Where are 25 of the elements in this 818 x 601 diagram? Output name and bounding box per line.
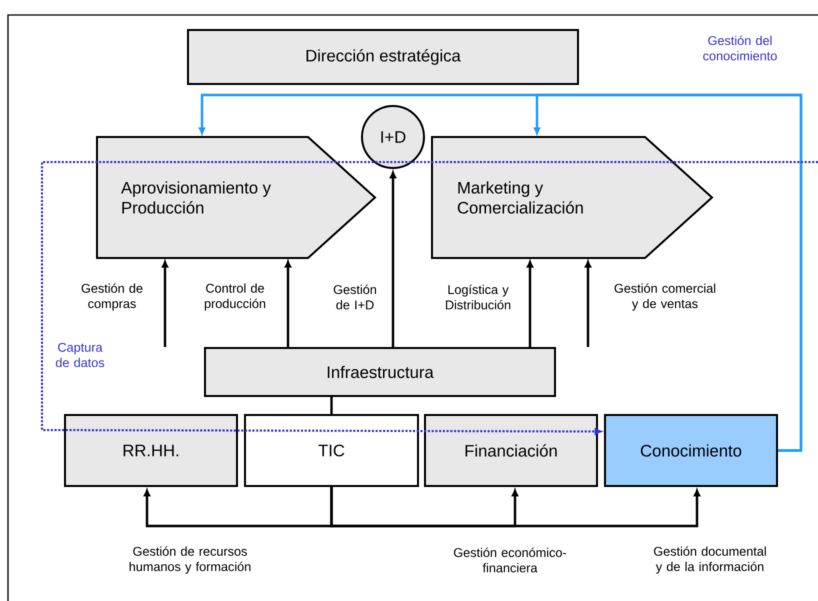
edge-label: Gestión de I+D [334, 284, 376, 310]
note-label: Captura de datos [56, 342, 104, 368]
process-box: Dirección estratégica [187, 29, 579, 85]
edge-label: Gestión de compras [82, 283, 142, 311]
edge-label: Gestión documental y de la información [654, 546, 766, 574]
edge-label: Gestión económico-financiera [454, 548, 566, 572]
edge-label: Logística y Distribución [446, 284, 510, 310]
edge-label: Gestión comercial y de ventas [614, 283, 716, 311]
process-box: Financiación [424, 414, 598, 487]
process-box: Conocimiento [604, 414, 778, 487]
arrow [526, 260, 534, 347]
arrow [390, 171, 396, 347]
arrow [144, 487, 333, 528]
arrow [534, 94, 802, 452]
arrow [330, 487, 700, 528]
edge-label: Gestión de recursos humanos y formación [130, 546, 250, 574]
arrow [284, 260, 292, 347]
process-box: RR.HH. [64, 414, 238, 487]
note-label: Gestión del conocimiento [703, 36, 777, 60]
arrow [162, 260, 168, 347]
process-box: Infraestructura [204, 347, 556, 397]
arrow [40, 160, 818, 435]
arrow [584, 260, 592, 347]
process-box: TIC [244, 414, 419, 487]
edge-label: Control de producción [204, 283, 266, 311]
